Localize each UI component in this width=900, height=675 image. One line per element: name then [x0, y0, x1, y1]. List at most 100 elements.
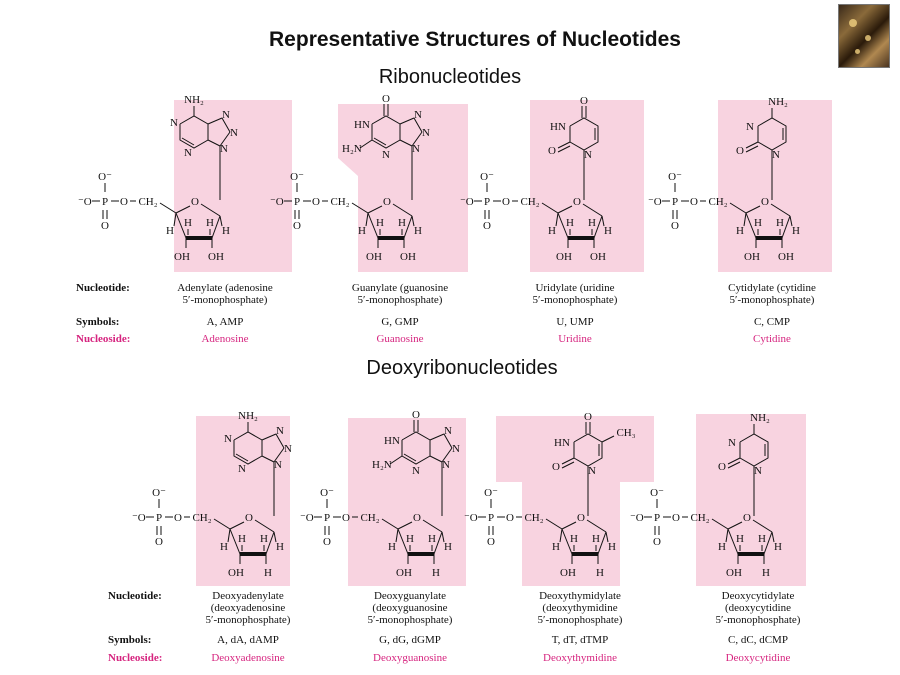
atom-label: N — [224, 433, 232, 445]
atom-label: H — [260, 533, 268, 545]
atom-label: O — [293, 220, 301, 232]
atom-label: O⁻ — [650, 487, 664, 499]
atom-label: P — [324, 512, 330, 524]
deoxy-symbols-label: Symbols: — [108, 634, 152, 646]
atom-label: O — [584, 411, 592, 423]
nucleoside-value: Deoxyadenosine — [211, 652, 285, 664]
nucleotide-name-line: (deoxycytidine — [725, 602, 791, 614]
atom-label: NH₂ — [184, 94, 204, 106]
atom-label: H — [548, 225, 556, 237]
atom-label: H — [444, 541, 452, 553]
atom-label: H — [758, 533, 766, 545]
atom-label: H — [388, 541, 396, 553]
atom-label: O — [101, 220, 109, 232]
ribo-nucleotide-label: Nucleotide: — [76, 282, 130, 294]
atom-label: CH₃ — [616, 427, 635, 439]
atom-label: H — [774, 541, 782, 553]
atom-label: N — [412, 143, 420, 155]
atom-label: O⁻ — [668, 171, 682, 183]
nucleotide-name-line: 5′-monophosphate) — [532, 294, 618, 306]
atom-label: H — [754, 217, 762, 229]
ribo-caption-0: Adenylate (adenosine 5′-monophosphate) A… — [145, 282, 305, 345]
nucleotide-name-line: 5′-monophosphate) — [729, 294, 815, 306]
atom-label: P — [654, 512, 660, 524]
atom-label: O — [577, 512, 585, 524]
deoxy-heading: Deoxyribonucleotides — [366, 357, 558, 379]
atom-label: H — [552, 541, 560, 553]
atom-label: H — [588, 217, 596, 229]
ribo-caption-3: Cytidylate (cytidine 5′-monophosphate) C… — [692, 282, 852, 345]
atom-label: O — [690, 196, 698, 208]
atom-label: H — [736, 225, 744, 237]
atom-label: N — [412, 465, 420, 477]
atom-label: ⁻O — [464, 512, 478, 524]
deoxy-nucleoside-label: Nucleoside: — [108, 652, 163, 664]
atom-label: O — [580, 95, 588, 107]
atom-label: ⁻O — [132, 512, 146, 524]
symbols-value: G, dG, dGMP — [379, 634, 441, 646]
atom-label: H — [206, 217, 214, 229]
atom-label: N — [422, 127, 430, 139]
atom-label: H — [414, 225, 422, 237]
nucleotide-name-line: Guanylate (guanosine — [351, 282, 449, 294]
atom-label: H — [264, 567, 272, 579]
atom-label: P — [102, 196, 108, 208]
deoxy-caption-3: Deoxycytidylate (deoxycytidine 5′-monoph… — [678, 590, 838, 664]
atom-label: H — [792, 225, 800, 237]
atom-label: O — [653, 536, 661, 548]
nucleotide-name-line: Adenylate (adenosine — [177, 282, 273, 294]
nucleoside-value: Cytidine — [753, 333, 791, 345]
nucleotide-name-line: 5′-monophosphate) — [715, 614, 801, 626]
atom-label: P — [294, 196, 300, 208]
atom-label: N — [220, 143, 228, 155]
atom-label: O⁻ — [484, 487, 498, 499]
atom-label: O — [245, 512, 253, 524]
nucleotide-name-line: 5′-monophosphate) — [182, 294, 268, 306]
atom-label: OH — [228, 567, 244, 579]
atom-label: O — [548, 145, 556, 157]
atom-label: O — [552, 461, 560, 473]
atom-label: O — [120, 196, 128, 208]
atom-label: N — [414, 109, 422, 121]
atom-label: OH — [590, 251, 606, 263]
nucleotide-name-line: Cytidylate (cytidine — [728, 282, 816, 294]
nucleoside-value: Deoxycytidine — [725, 652, 791, 664]
ribo-symbols-label: Symbols: — [76, 316, 120, 328]
nucleotide-name-line: Deoxyguanylate — [373, 590, 447, 602]
atom-label: CH₂ — [690, 512, 709, 524]
nucleotide-name-line: 5′-monophosphate) — [367, 614, 453, 626]
atom-label: O — [413, 512, 421, 524]
atom-label: P — [488, 512, 494, 524]
symbols-value: C, dC, dCMP — [728, 634, 788, 646]
atom-label: N — [274, 459, 282, 471]
nucleoside-value: Adenosine — [201, 333, 249, 345]
atom-label: O — [191, 196, 199, 208]
corner-photo — [838, 4, 890, 68]
atom-label: H₂N — [372, 459, 392, 471]
atom-label: OH — [174, 251, 190, 263]
atom-label: OH — [396, 567, 412, 579]
atom-label: ⁻O — [460, 196, 474, 208]
atom-label: H — [736, 533, 744, 545]
atom-label: H — [166, 225, 174, 237]
ribo-caption-1: Guanylate (guanosine 5′-monophosphate) G… — [320, 282, 480, 345]
atom-label: O — [312, 196, 320, 208]
nucleoside-value: Deoxyguanosine — [373, 652, 447, 664]
nucleotide-name-line: Deoxyadenylate — [212, 590, 284, 602]
atom-label: OH — [778, 251, 794, 263]
atom-label: O — [506, 512, 514, 524]
nucleoside-value: Uridine — [558, 333, 592, 345]
atom-label: N — [452, 443, 460, 455]
atom-label: O — [743, 512, 751, 524]
nucleotide-name-line: Uridylate (uridine — [535, 282, 615, 294]
atom-label: O — [502, 196, 510, 208]
atom-label: H — [608, 541, 616, 553]
atom-label: N — [184, 147, 192, 159]
atom-label: ⁻O — [630, 512, 644, 524]
atom-label: O — [718, 461, 726, 473]
atom-label: O — [487, 536, 495, 548]
atom-label: H₂N — [342, 143, 362, 155]
